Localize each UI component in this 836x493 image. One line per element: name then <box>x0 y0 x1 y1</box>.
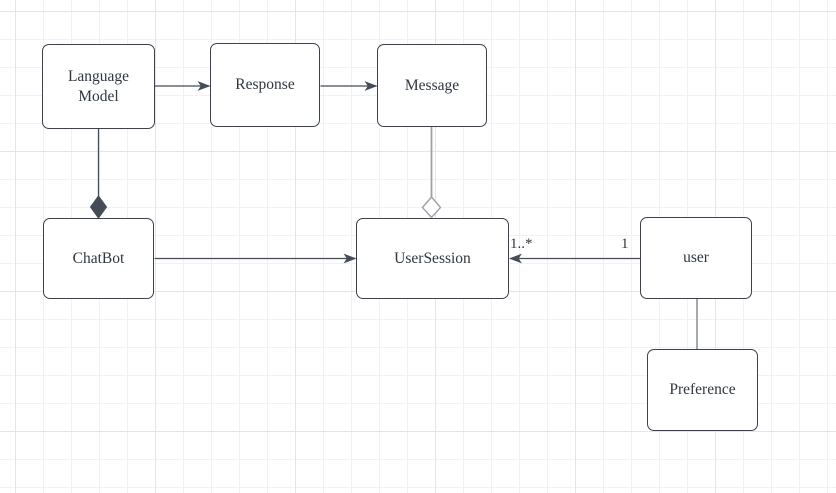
node-label: Preference <box>669 381 736 399</box>
node-label: ChatBot <box>72 249 125 267</box>
node-label: Response <box>235 76 295 94</box>
node-label: user <box>683 249 709 267</box>
node-language-model[interactable]: Language Model <box>42 44 155 129</box>
node-user[interactable]: user <box>640 217 752 299</box>
node-label: Message <box>404 76 460 94</box>
node-message[interactable]: Message <box>377 44 487 127</box>
composition-diamond-icon <box>89 195 108 219</box>
node-user-session[interactable]: UserSession <box>356 218 509 299</box>
node-preference[interactable]: Preference <box>647 349 758 431</box>
aggregation-diamond-icon <box>421 195 442 219</box>
multiplicity-label-user[interactable]: 1 <box>621 236 629 252</box>
node-label: UserSession <box>394 249 471 267</box>
node-chatbot[interactable]: ChatBot <box>43 218 154 299</box>
node-label: Language Model <box>67 68 130 105</box>
node-response[interactable]: Response <box>210 43 320 127</box>
multiplicity-label-user-session[interactable]: 1..* <box>510 236 533 252</box>
